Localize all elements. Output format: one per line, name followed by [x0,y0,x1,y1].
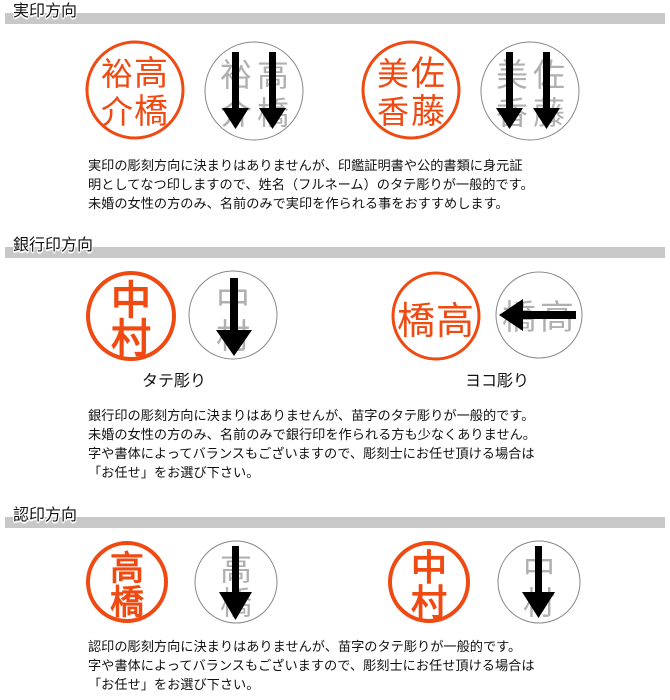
seal-char: 高 [134,54,168,94]
horizontal-carving-caption: ヨコ彫り [465,371,530,390]
description-line: 「お任せ」をお選び下さい。 [88,466,260,481]
description-line: 実印の彫刻方向に決まりはありませんが、印鑑証明書や公的書類に身元証 [88,159,523,174]
seal-impression: 橋 高 [390,270,482,362]
section-title: 実印方向 [13,1,78,20]
description-line: 未婚の女性の方のみ、名前のみで銀行印を作られる方も少なくありません。 [88,428,536,443]
direction-preview: 裕 介 高 橋 [203,40,305,142]
arrow-down-icon [259,52,286,129]
section-header-mitomein: 認印方向 [5,500,665,528]
section-description: 銀行印の彫刻方向に決まりはありませんが、苗字のタテ彫りが一般的です。 未婚の女性… [88,407,536,483]
arrow-down-icon [522,546,555,618]
svg-text:裕: 裕 [101,55,133,93]
svg-text:橋: 橋 [110,583,144,623]
svg-text:高: 高 [436,299,474,343]
seal-impression: 中 村 [85,270,177,362]
header-bar [5,13,665,24]
description-line: 明としてなつ印しますので、姓名（フルネーム）のタテ彫りが一般的です。 [88,178,534,193]
arrow-down-icon [496,52,523,129]
description-line: 未婚の女性の方のみ、名前のみで実印を作られる事をおすすめします。 [88,197,509,212]
section-title: 認印方向 [13,505,78,524]
svg-text:佐: 佐 [411,54,445,94]
header-bar [5,247,665,258]
direction-preview: 中 村 [497,540,581,624]
svg-text:香: 香 [377,93,409,131]
arrow-left-icon [499,299,576,331]
arrow-down-icon [533,52,560,129]
svg-text:橋: 橋 [134,92,168,132]
arrow-down-icon [219,546,252,620]
svg-text:高: 高 [110,549,144,589]
description-line: 「お任せ」をお選び下さい。 [88,678,260,693]
seal-impression: 中 村 [387,540,471,624]
seal-impression: 高 橋 [85,540,169,624]
section-description: 認印の彫刻方向に決まりはありませんが、苗字のタテ彫りが一般的です。 字や書体によ… [88,638,535,695]
direction-preview: 高 橋 [194,540,278,624]
direction-preview: 中 村 [188,270,278,360]
description-line: 銀行印の彫刻方向に決まりはありませんが、苗字のタテ彫りが一般的です。 [88,409,535,424]
arrow-down-icon [216,278,252,356]
description-line: 字や書体によってバランスもございますので、彫刻士にお任せ頂ける場合は [88,447,535,462]
seal-impression: 佐 藤 美 香 [360,39,462,141]
svg-text:村: 村 [411,583,447,624]
svg-text:藤: 藤 [411,92,445,132]
svg-text:美: 美 [377,55,409,93]
svg-text:中: 中 [111,278,151,324]
seal-impression: 高 橋 裕 介 [84,39,186,141]
arrow-down-icon [222,52,249,129]
svg-text:中: 中 [411,548,447,589]
section-description: 実印の彫刻方向に決まりはありませんが、印鑑証明書や公的書類に身元証 明としてなつ… [88,157,534,214]
direction-preview: 美 香 佐 藤 [479,40,581,142]
description-line: 認印の彫刻方向に決まりはありませんが、苗字のタテ彫りが一般的です。 [88,640,522,655]
section-header-jitsuin: 実印方向 [5,0,665,26]
svg-text:村: 村 [111,316,151,362]
description-line: 字や書体によってバランスもございますので、彫刻士にお任せ頂ける場合は [88,659,535,674]
svg-text:介: 介 [101,93,133,131]
svg-text:橋: 橋 [397,299,435,343]
direction-preview: 橋 高 [495,271,583,359]
section-title: 銀行印方向 [13,235,94,254]
section-header-ginkoin: 銀行印方向 [5,230,665,258]
vertical-carving-caption: タテ彫り [142,371,207,390]
header-bar [5,517,665,528]
